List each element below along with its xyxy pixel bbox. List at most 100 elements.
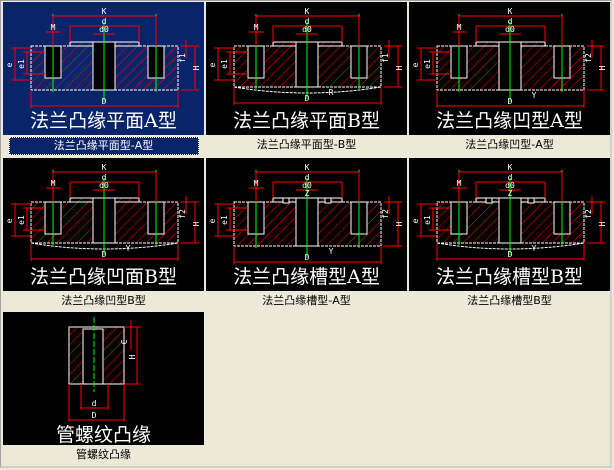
dimension-label: M (51, 179, 56, 188)
item-label-text: 法兰凸缘平面型-A型 (8, 137, 199, 155)
dimension-label: H (395, 65, 404, 70)
dimension-label: Y (532, 244, 537, 253)
dimension-label: R (329, 88, 334, 97)
dimension-label: e1 (220, 59, 229, 69)
dimension-label: K (508, 163, 513, 172)
dimension-label: e1 (220, 215, 229, 225)
dimension-label: Y (126, 244, 131, 253)
dimension-label: Z (305, 189, 310, 198)
dimension-label: e1 (17, 59, 26, 69)
dimension-label: e (208, 218, 217, 223)
item-label[interactable]: 法兰凸缘凹型B型 (3, 293, 204, 309)
dimension-label: f2 (584, 209, 593, 219)
dimension-label: D (102, 250, 107, 259)
drawing-caption: 法兰凸缘平面A型 (30, 110, 177, 132)
dimension-label: D (92, 411, 97, 420)
dimension-label: M (254, 23, 259, 32)
dimension-label: Y (532, 91, 537, 100)
dimension-label: d0 (302, 181, 312, 190)
dimension-label: d (305, 173, 310, 182)
dimension-label: D (508, 250, 513, 259)
drawing-caption: 法兰凸缘平面B型 (233, 110, 380, 132)
item-label-text: 法兰凸缘槽型B型 (467, 294, 552, 307)
dimension-label: e (5, 62, 14, 67)
dimension-label: d (102, 17, 107, 26)
item-label[interactable]: 法兰凸缘平面型-B型 (206, 137, 407, 153)
drawing-caption: 法兰凸缘槽型B型 (436, 266, 583, 288)
item-label[interactable]: 法兰凸缘槽型B型 (409, 293, 610, 309)
drawing-caption: 法兰凸缘凹型A型 (436, 110, 583, 132)
item-label-text: 法兰凸缘平面型-B型 (256, 138, 357, 151)
dimension-label: D (305, 94, 310, 103)
dimension-label: K (305, 163, 310, 172)
dimension-label: H (128, 354, 137, 359)
dimension-label: f1 (381, 53, 390, 63)
item-label-text: 法兰凸缘凹型-A型 (465, 138, 554, 151)
item-label[interactable]: 法兰凸缘凹型-A型 (409, 137, 610, 153)
dimension-label: K (305, 7, 310, 16)
dimension-label: d (508, 17, 513, 26)
dimension-label: d (102, 173, 107, 182)
dimension-label: e1 (423, 215, 432, 225)
dimension-label: H (598, 221, 607, 226)
dimension-label: H (192, 65, 201, 70)
dimension-label: e1 (17, 215, 26, 225)
dimension-label: Z (508, 189, 513, 198)
dimension-label: D (102, 97, 107, 106)
item-label-text: 法兰凸缘槽型-A型 (262, 294, 351, 307)
dimension-label: d0 (505, 181, 515, 190)
dimension-label: d (305, 17, 310, 26)
dimension-label: e (411, 218, 420, 223)
dimension-label: e (208, 62, 217, 67)
drawing-caption: 法兰凸缘凹面B型 (30, 266, 177, 288)
dimension-label: H (395, 221, 404, 226)
dimension-label: M (457, 179, 462, 188)
dimension-label: K (102, 163, 107, 172)
dimension-label: Y (329, 247, 334, 256)
dimension-label: d (92, 399, 97, 408)
dimension-label: e (5, 218, 14, 223)
dimension-label: d0 (302, 25, 312, 34)
item-label[interactable]: 法兰凸缘平面型-A型 (3, 137, 204, 155)
dimension-label: f2 (584, 53, 593, 63)
dimension-label: d0 (505, 25, 515, 34)
drawing-caption: 法兰凸缘槽型A型 (233, 266, 380, 288)
dimension-label: d0 (99, 25, 109, 34)
dimension-label: M (457, 23, 462, 32)
item-label-text: 管螺纹凸缘 (76, 448, 131, 461)
dimension-label: M (51, 23, 56, 32)
dimension-label: f2 (178, 209, 187, 219)
dimension-label: d (508, 173, 513, 182)
item-label-text: 法兰凸缘凹型B型 (61, 294, 146, 307)
dimension-label: e (411, 62, 420, 67)
dimension-label: d0 (99, 181, 109, 190)
dimension-label: f1 (178, 53, 187, 63)
item-label[interactable]: 管螺纹凸缘 (3, 447, 204, 463)
dimension-label: M (254, 179, 259, 188)
dimension-label: f2 (381, 209, 390, 219)
dimension-label: K (508, 7, 513, 16)
dimension-label: D (305, 253, 310, 262)
item-label[interactable]: 法兰凸缘槽型-A型 (206, 293, 407, 309)
